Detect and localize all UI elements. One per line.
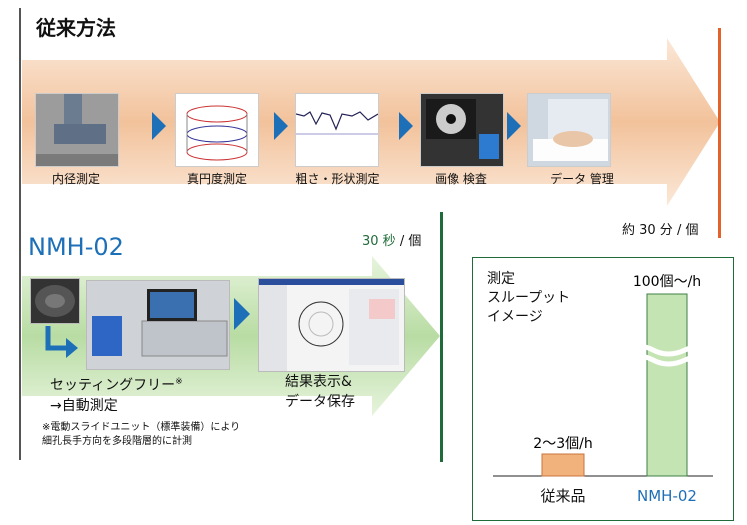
old-time-marker [718,28,721,238]
new-method-title: NMH-02 [28,233,124,261]
step-label: 画像 検査 [435,172,487,186]
new-time-unit: / 個 [399,234,422,249]
chart-title-line2: スループット [487,290,571,306]
footnote-line2: 細孔長手方向を多段階層的に計測 [42,436,192,447]
chart-value-label: 100個～/h [633,274,701,290]
setup-label-mark: ※ [175,377,183,387]
chart-title-line3: イメージ [487,309,543,325]
step-arrow-icon [234,298,250,330]
return-arrow-icon [45,326,78,358]
footnote-line1: ※電動スライドユニット（標準装備）により [42,422,241,433]
result-label-line2: データ保存 [285,394,355,410]
software-screen-image [258,278,405,372]
new-time-number: 30 秒 [362,234,396,249]
setup-label: セッティングフリー※ →自動測定 [50,372,183,416]
new-time-label: 30 秒 / 個 [362,230,421,249]
setup-label-line1: セッティングフリー [50,377,176,394]
setup-label-line2: →自動測定 [50,397,118,414]
image-inspection-photo [420,93,504,167]
chart-axis-break [621,343,715,367]
nozzle-photo [30,278,80,324]
result-label: 結果表示&データ保存 [285,372,355,412]
old-method-title: 従来方法 [36,16,116,40]
chart-bar-nmh-02 [646,293,688,477]
roughness-graph-image [295,93,379,167]
chart-bar-conventional [541,453,585,477]
new-time-marker [440,212,443,462]
chart-title: 測定 スループット イメージ [487,270,570,327]
left-divider [19,8,21,460]
step-label: 内径測定 [51,172,100,186]
nmh-02-device-photo [86,280,230,370]
step-label: 粗さ・形状測定 [295,172,380,186]
chart-category-label: 従来品 [540,487,585,505]
chart-title-line1: 測定 [487,271,515,287]
roundness-image [175,93,259,167]
chart-category-label: NMH-02 [637,487,697,505]
old-time-label: 約 30 分 / 個 [622,223,699,238]
step-arrow-icon [274,112,288,140]
bore-gauge-image [35,93,119,167]
step-arrow-icon [507,112,521,140]
step-arrow-icon [152,112,166,140]
result-label-line1: 結果表示& [285,374,352,390]
step-arrow-icon [399,112,413,140]
step-label: データ 管理 [550,172,614,186]
step-label: 真円度測定 [186,172,247,186]
data-management-photo [527,93,611,167]
footnote: ※電動スライドユニット（標準装備）により細孔長手方向を多段階層的に計測 [42,421,240,449]
chart-value-label: 2～3個/h [533,436,592,452]
